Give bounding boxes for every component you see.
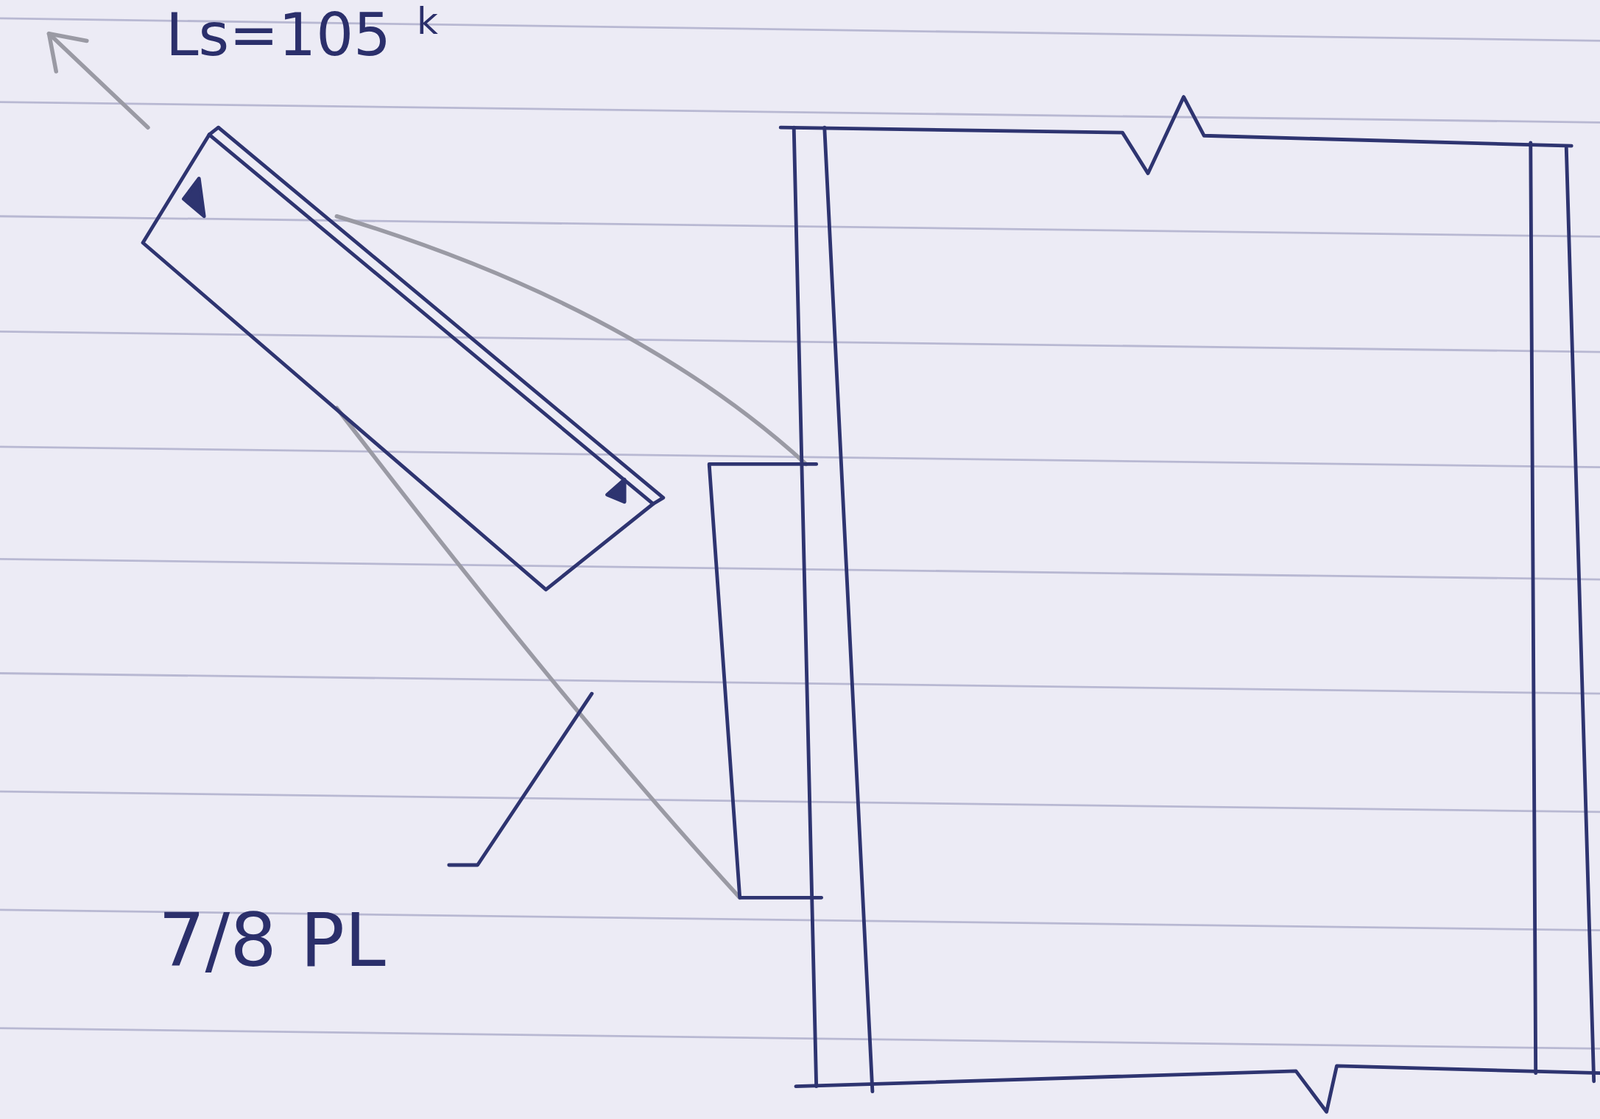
- ruled-line: [0, 672, 1600, 694]
- ruled-line: [0, 1028, 1600, 1050]
- angle-leg: [218, 127, 664, 504]
- arrow-head: [49, 33, 87, 72]
- column-flange: [824, 127, 873, 1092]
- weld-symbol: [607, 479, 626, 502]
- column-bottom-break: [795, 1066, 1600, 1112]
- gusset-outline: [336, 216, 806, 465]
- ruled-line: [0, 216, 1600, 238]
- angle-edge: [209, 127, 218, 135]
- column-flange: [1530, 142, 1536, 1074]
- paper-ruling: [0, 18, 1600, 1049]
- column-flange: [793, 127, 816, 1087]
- pencil-marks: [49, 33, 807, 899]
- gusset-outline: [336, 407, 740, 898]
- column-flange: [1566, 147, 1594, 1082]
- load-label: Ls=105: [165, 5, 391, 65]
- brace-angle: [142, 134, 654, 590]
- ruled-line: [0, 102, 1600, 123]
- ruled-line: [0, 791, 1600, 813]
- ink-drawing: [142, 97, 1600, 1113]
- leader-line: [449, 693, 592, 866]
- column-top-break: [780, 97, 1572, 174]
- weld-symbol: [183, 178, 204, 216]
- plate-label: 7/8 PL: [158, 904, 386, 978]
- force-arrow: [49, 33, 148, 128]
- ruled-line: [0, 558, 1600, 580]
- unit-label: k: [416, 2, 439, 40]
